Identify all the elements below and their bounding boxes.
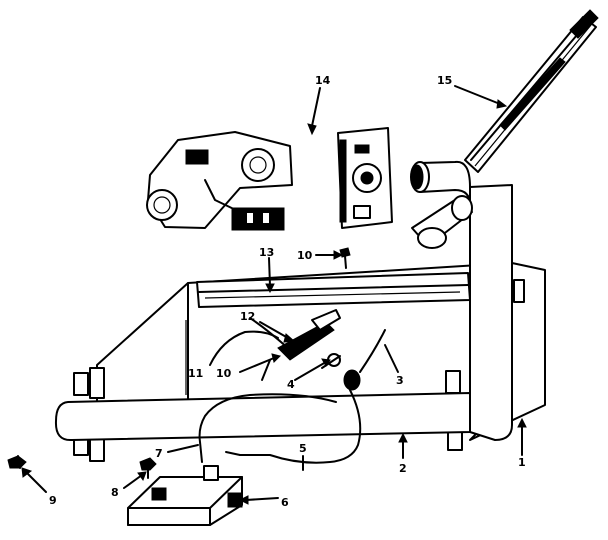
label-7: 7 [155, 447, 163, 460]
label-4: 4 [287, 378, 295, 391]
burner-tube [54, 160, 513, 442]
label-11: 11 [188, 367, 203, 380]
thermocouple [225, 329, 386, 464]
base-rail [196, 272, 471, 308]
label-12: 12 [240, 310, 255, 323]
label-1: 1 [518, 456, 526, 469]
label-10-lower: 10 [216, 367, 232, 380]
pilot-tube [198, 393, 337, 463]
label-10-top: 10 [297, 249, 313, 262]
gas-valve [146, 131, 293, 231]
label-14: 14 [315, 74, 331, 87]
label-2: 2 [399, 462, 407, 475]
valve-faceplate [337, 127, 393, 229]
leader-lines [21, 85, 527, 505]
screw-part-10-top [339, 247, 351, 269]
ignitor-box [127, 465, 243, 526]
orifice-fitting [321, 353, 341, 369]
callout-labels: 14 15 13 10 12 11 10 4 3 7 5 2 1 6 8 9 [49, 74, 526, 509]
label-8: 8 [111, 486, 119, 499]
pilot-burner [249, 309, 341, 381]
label-13: 13 [259, 246, 274, 259]
tube-assembly [464, 9, 599, 173]
label-3: 3 [396, 374, 404, 387]
label-9: 9 [49, 494, 57, 507]
label-6: 6 [281, 496, 289, 509]
tube-clamp [411, 195, 473, 249]
label-15: 15 [437, 74, 452, 87]
screw-part-8 [139, 457, 157, 479]
screw-part-9 [7, 455, 27, 469]
label-5: 5 [299, 442, 307, 455]
